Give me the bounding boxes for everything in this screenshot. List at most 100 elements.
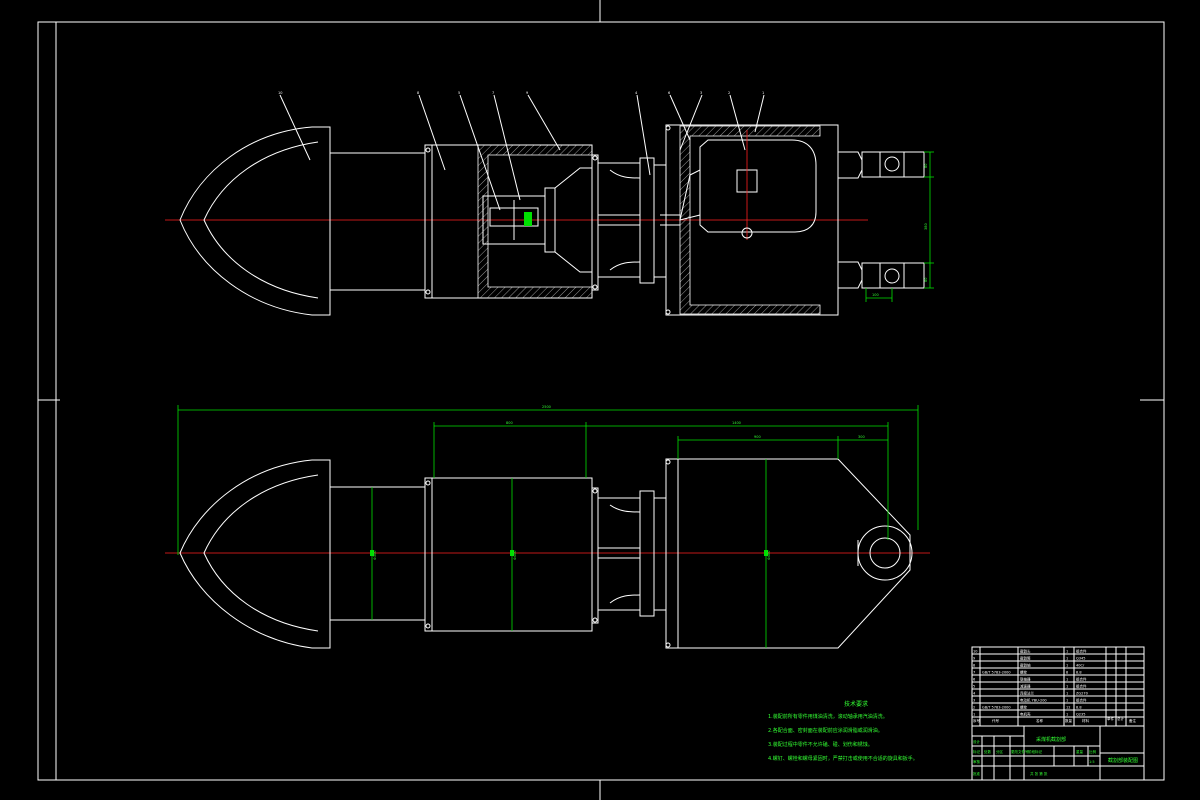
tech-line-2: 2.各配合面、密封面在装配前应涂润滑脂或润滑油。 xyxy=(768,727,883,734)
title-check: 审核 xyxy=(973,759,981,764)
bom-header-material: 材料 xyxy=(1082,718,1090,723)
bom-cell-material: 40Cr xyxy=(1076,664,1085,668)
title-count: 处数 xyxy=(984,749,992,754)
bom-cell-no: 9 xyxy=(973,657,975,661)
bom-cell-name: 截割轴 xyxy=(1020,663,1031,668)
bom-cell-name: 截割头 xyxy=(1020,649,1031,654)
bom-cell-name: 螺栓 xyxy=(1020,705,1028,710)
bom-cell-name: 减速器 xyxy=(1020,684,1031,689)
bom-cell-material: 组合件 xyxy=(1076,649,1087,654)
pivot-lug-inner xyxy=(869,537,901,569)
bom-cell-qty: 1 xyxy=(1066,699,1068,703)
balloon-9: 9 xyxy=(526,91,528,95)
title-change: 更改文件号 xyxy=(1011,749,1029,754)
title-weight: 重量 xyxy=(1076,749,1084,754)
title-zone: 分区 xyxy=(996,749,1004,754)
balloon-4: 4 xyxy=(635,91,638,95)
dim-right-section: 1400 xyxy=(732,421,741,425)
bom-cell-material: 8.8 xyxy=(1076,671,1082,675)
bom-header-single: 单件 xyxy=(1107,716,1115,721)
motor-top xyxy=(699,139,817,233)
bom-header-qty: 数量 xyxy=(1065,718,1073,723)
balloon-1: 1 xyxy=(762,91,764,95)
dim-overall-length: 2500 xyxy=(542,405,551,409)
bom-header-code: 代号 xyxy=(992,718,1000,723)
tech-line-1: 1.装配前所有零件用煤油清洗，滚动轴承用汽油清洗。 xyxy=(768,713,888,720)
title-design: 设计 xyxy=(973,739,981,744)
dim-flange-top: 80 xyxy=(924,164,928,168)
bom-cell-qty: 12 xyxy=(1066,706,1070,710)
bom-cell-qty: 1 xyxy=(1066,692,1068,696)
balloon-5: 5 xyxy=(458,91,460,95)
bom-cell-qty: 8 xyxy=(1066,671,1068,675)
balloon-10: 10 xyxy=(278,91,282,95)
dim-tail-length: 300 xyxy=(858,435,865,439)
technical-requirements: 技术要求 1.装配前所有零件用煤油清洗，滚动轴承用汽油清洗。 2.各配合面、密封… xyxy=(768,700,918,762)
title-block: 采煤机截割部 截割部装配图 标记 处数 分区 更改文件号 阶段标记 重量 比例 … xyxy=(972,725,1144,780)
dim-left-section: 800 xyxy=(506,421,513,425)
title-sheet: 共 张 第 张 xyxy=(1030,771,1048,776)
bom-cell-no: 2 xyxy=(973,706,975,710)
bom-header-remark: 备注 xyxy=(1129,718,1137,723)
cutting-drum-bottom xyxy=(424,477,593,632)
dim-front-diameter: Φ300 xyxy=(373,551,377,560)
bom-cell-qty: 1 xyxy=(1066,713,1068,717)
tech-line-4: 4.螺钉、螺栓和螺母紧固时，严禁打击或使用不合适的旋具和扳手。 xyxy=(768,755,918,762)
lug-lower xyxy=(861,262,925,289)
bom-cell-code: GB/T 5783-2000 xyxy=(982,671,1011,675)
bom-cell-no: 3 xyxy=(973,699,975,703)
dim-motor-diameter: Φ480 xyxy=(767,551,771,560)
lug-upper xyxy=(861,151,925,178)
bom-cell-qty: 1 xyxy=(1066,657,1068,661)
bom-cell-name: 连接法兰 xyxy=(1020,691,1035,696)
motor-housing-bottom xyxy=(665,458,911,649)
balloon-6: 6 xyxy=(668,91,670,95)
bom-cell-no: 8 xyxy=(973,664,975,668)
bom-cell-qty: 1 xyxy=(1066,685,1068,689)
top-view xyxy=(165,124,925,316)
bom-cell-material: 组合件 xyxy=(1076,677,1087,682)
title-scale-label: 比例 xyxy=(1089,749,1097,754)
bom-cell-no: 4 xyxy=(973,692,976,696)
bom-cell-material: 组合件 xyxy=(1076,684,1087,689)
cutting-drum-top xyxy=(424,144,593,299)
dim-housing-diameter: Φ400 xyxy=(513,551,517,560)
bom-cell-material: 8.8 xyxy=(1076,706,1082,710)
bottom-view xyxy=(165,458,930,649)
bom-cell-qty: 1 xyxy=(1066,664,1068,668)
title-scale-value: 1:5 xyxy=(1089,760,1095,764)
title-project: 采煤机截割部 xyxy=(1036,736,1066,743)
dim-motor-length: 900 xyxy=(754,435,761,439)
tech-heading: 技术要求 xyxy=(844,700,868,708)
title-stage: 阶段标记 xyxy=(1028,749,1043,754)
cutting-head-bottom xyxy=(179,459,331,649)
bom-cell-no: 7 xyxy=(973,671,975,675)
bom-cell-qty: 1 xyxy=(1066,650,1068,654)
part-balloons: 10 8 5 7 9 4 6 3 2 1 xyxy=(278,91,765,211)
bom-header-total: 总计 xyxy=(1117,716,1125,721)
bom-header-no: 序号 xyxy=(973,718,981,723)
balloon-3: 3 xyxy=(700,91,702,95)
bom-cell-code: GB/T 5783-2000 xyxy=(982,706,1011,710)
bom-cell-no: 10 xyxy=(973,650,977,654)
bom-cell-material: 组合件 xyxy=(1076,698,1087,703)
bom-cell-name: 螺栓 xyxy=(1020,670,1028,675)
title-approve: 批准 xyxy=(973,771,981,776)
bom-cell-material: ZG270 xyxy=(1076,692,1088,696)
cutting-head-top xyxy=(179,126,331,316)
bom-cell-no: 1 xyxy=(973,713,975,717)
dim-flange-width: 100 xyxy=(872,293,879,297)
dim-flange-height: 380 xyxy=(924,223,928,230)
bom-cell-name: 截割筒 xyxy=(1020,656,1031,661)
top-view-dimensions: 80 380 80 100 xyxy=(865,151,934,302)
bom-cell-no: 5 xyxy=(973,685,975,689)
dim-flange-bottom: 80 xyxy=(924,278,928,282)
bom-cell-material: Q235 xyxy=(1076,713,1085,717)
bom-cell-no: 6 xyxy=(973,678,975,682)
sheet-frame xyxy=(37,0,1165,800)
balloon-8: 8 xyxy=(417,91,419,95)
motor-housing-top xyxy=(665,124,839,316)
bom-cell-name: 电机壳 xyxy=(1020,712,1031,717)
